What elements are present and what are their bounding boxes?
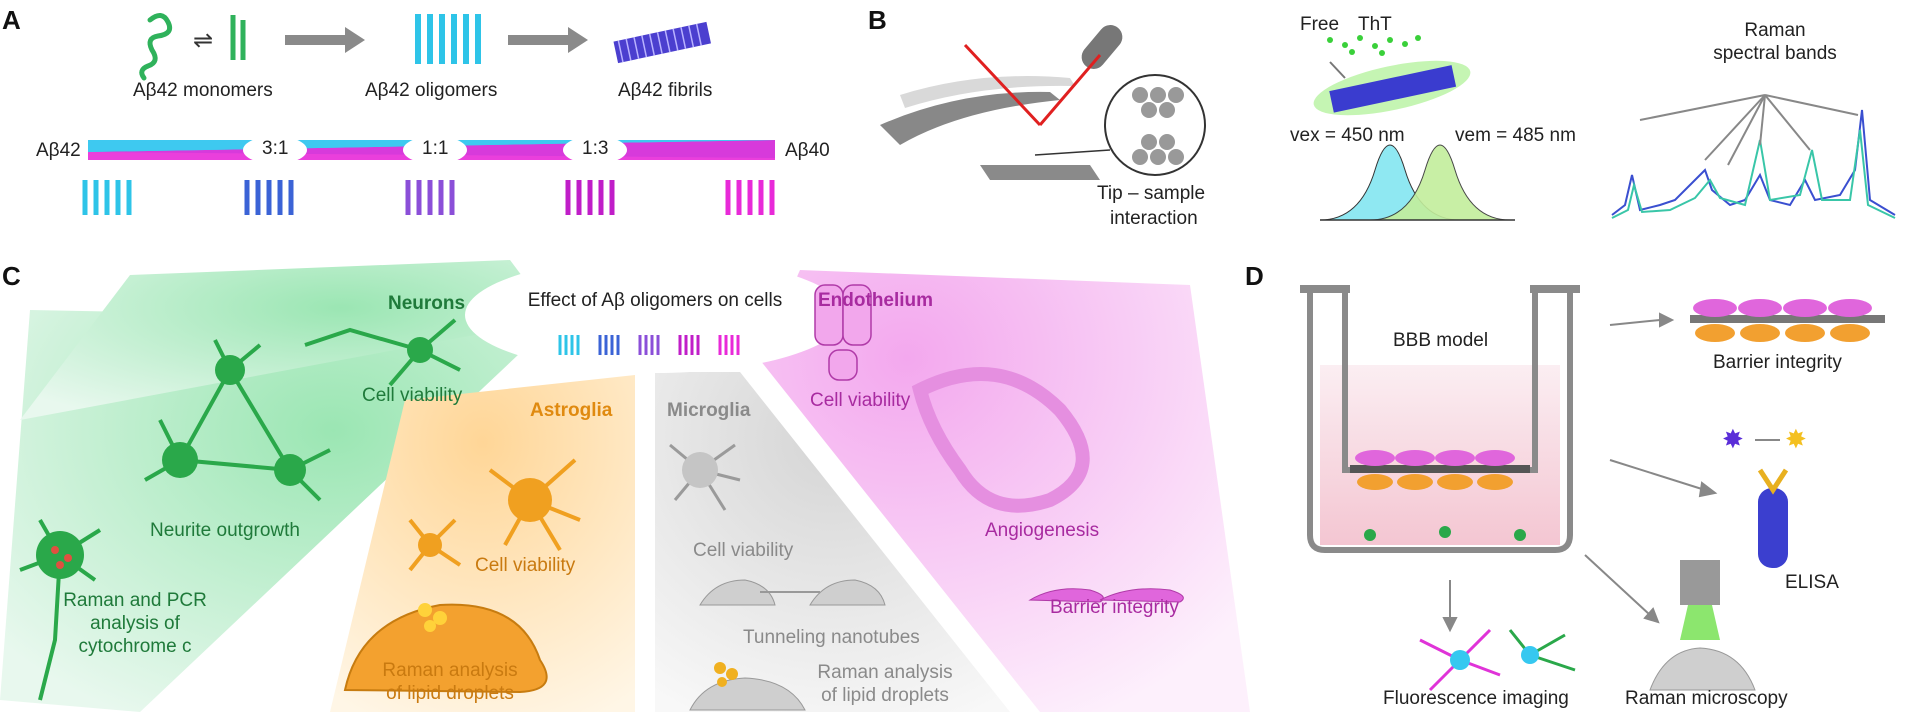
right-species-label: Aβ40 [785,140,830,161]
tht-label: ThT [1358,14,1392,35]
tht-fibril-icon [1329,65,1457,113]
cantilever-icon [880,91,1060,145]
left-species-label: Aβ42 [36,140,81,161]
astrocyte-lipid-cell-icon [343,603,548,694]
neurons-raman-1: Raman and PCR [63,590,207,611]
elisa-label: ELISA [1785,572,1839,593]
raman-spectrum-blue [1611,109,1896,216]
barrier-integrity-label: Barrier integrity [1713,352,1842,373]
panel-d-arrows [1442,312,1718,633]
ratio-ellipse [243,136,307,164]
angiogenesis-network-icon [911,367,1090,513]
raman-title-line2: spectral bands [1713,43,1837,64]
vex-label: vex = 450 nm [1290,125,1405,146]
endothelium-barrier: Barrier integrity [1050,597,1179,618]
neurite-outgrowth: Neurite outgrowth [150,520,300,541]
microglia-viability: Cell viability [693,540,794,561]
neurons-raman-2: analysis of [90,613,180,634]
oligomers-label: Aβ42 oligomers [365,80,498,101]
tht-dots [1327,35,1421,56]
vem-label: vem = 485 nm [1455,125,1576,146]
enzyme-star-icon: ✸ [1722,424,1744,454]
microglia-sector [655,372,1010,712]
arrow-icon [508,27,588,53]
emission-peak [1369,144,1511,221]
endothelial-layer-icon [1355,450,1515,466]
neurons-sector-top [20,260,555,420]
tht-arrow-icon [1329,61,1346,79]
raman-microscopy-label: Raman microscopy [1625,688,1788,709]
microglia-cell-icon [809,579,886,606]
free-label: Free [1300,14,1340,35]
neurons-title: Neurons [388,293,466,314]
tip-sample-zoom-icon [1132,87,1184,165]
fibrils-label: Aβ42 fibrils [618,80,713,101]
bbb-model-label: BBB model [1393,330,1489,351]
angiogenesis-label: Angiogenesis [985,520,1100,541]
raman-cell-icon [1649,647,1756,691]
endothelium-viability: Cell viability [810,390,911,411]
microglia-lipid-cell-icon [689,677,806,711]
center-title: Effect of Aβ oligomers on cells [527,290,783,311]
fluorescence-imaging-label: Fluorescence imaging [1383,688,1569,709]
panel-d: ✸ ✸ [1300,285,1885,692]
panel-label-a: A [2,5,21,35]
microglia-cell-icon [699,579,776,606]
sample-stage-icon [980,165,1100,180]
monomer-strand-icon [230,15,246,60]
microglia-raman-2: of lipid droplets [821,685,949,706]
astrocyte-layer-icon [1357,474,1513,490]
raman-arrows [1639,94,1859,166]
well-outer-icon [1307,290,1573,553]
objective-icon [1680,560,1720,605]
well-bottom-cells [1364,526,1526,541]
astroglia-viability: Cell viability [475,555,576,576]
ratio-label: 1:3 [582,138,609,159]
endothelial-cell-icon [814,284,872,381]
microglia-title: Microglia [667,400,751,421]
fluorescent-neurons-icon [1419,628,1576,692]
panel-a: ⇌ [82,13,775,215]
oligomer-sheet-icon [415,14,481,64]
tip-sample-label: Tip – sample [1097,183,1206,204]
ratio-ellipse [403,136,467,164]
endothelium-title: Endothelium [818,290,934,311]
barrier-cells-icon [1028,588,1184,603]
oligomer-3-1-icon [82,180,775,215]
raman-title-line1: Raman [1744,20,1806,41]
equilibrium-icon: ⇌ [193,27,213,54]
panel-c [0,257,1250,712]
neurons-raman-3: cytochrome c [78,636,192,657]
raman-spectrum-green [1611,129,1896,219]
interaction-label: interaction [1110,208,1198,229]
endothelium-sector [760,270,1250,712]
elisa-antibody-icon [1758,488,1788,568]
monomers-label: Aβ42 monomers [133,80,273,101]
center-oval [465,257,845,373]
membrane-icon [1350,465,1530,473]
microglia-nanotubes: Tunneling nanotubes [743,627,920,648]
panel-b [880,25,1896,221]
microglia-raman-1: Raman analysis [817,662,953,683]
ratio-label: 1:1 [422,138,449,159]
product-star-icon: ✸ [1785,424,1807,454]
ratio-ellipse [563,136,627,164]
panel-label-d: D [1245,261,1264,291]
neurons-viability: Cell viability [362,385,463,406]
panel-label-c: C [2,261,21,291]
cantilever-shadow [900,76,1075,108]
fibril-icon [613,21,711,64]
monomer-helix-icon [139,13,173,81]
astroglia-title: Astroglia [530,400,613,421]
panel-label-b: B [868,5,887,35]
astroglia-raman-2: of lipid droplets [386,683,514,704]
astroglia-raman-1: Raman analysis [382,660,518,681]
laser-icon [1081,25,1123,69]
ratio-label: 3:1 [262,138,289,159]
arrow-icon [285,27,365,53]
center-oligomer-row [558,335,740,355]
